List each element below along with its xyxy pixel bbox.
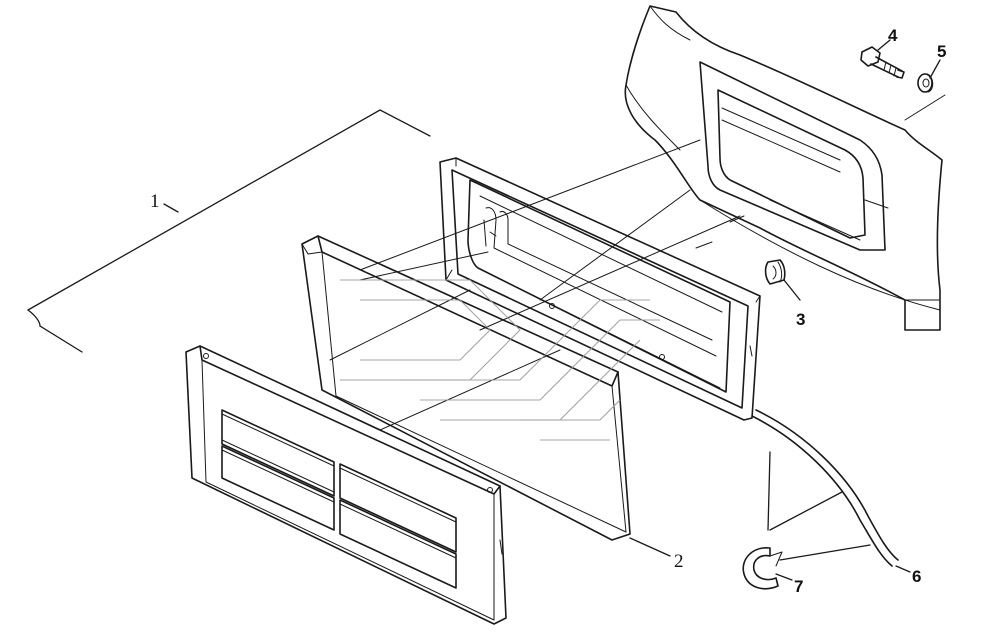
- washer-part-5: [917, 73, 934, 93]
- seal-strip-part-6: [751, 409, 899, 567]
- alignment-lines: [329, 139, 745, 431]
- cab-wall-panel: [624, 5, 946, 331]
- callout-4: 4: [888, 26, 898, 45]
- trim-panel-part-2: [301, 235, 631, 541]
- callout-labels: 1 2 3 4 5 6 7: [150, 26, 946, 596]
- bolt-part-4: [860, 46, 905, 79]
- clip-part-3: [764, 259, 786, 285]
- callout-2: 2: [674, 551, 684, 572]
- callout-3: 3: [796, 310, 805, 329]
- callout-5: 5: [937, 42, 946, 61]
- callout-7: 7: [794, 577, 803, 596]
- callout-1: 1: [150, 191, 160, 212]
- callout-6: 6: [912, 567, 921, 586]
- watermark-logo: [340, 279, 660, 441]
- leader-lines: [27, 39, 941, 581]
- grille-panel-front: [185, 345, 507, 625]
- c-clip-part-7: [742, 547, 783, 590]
